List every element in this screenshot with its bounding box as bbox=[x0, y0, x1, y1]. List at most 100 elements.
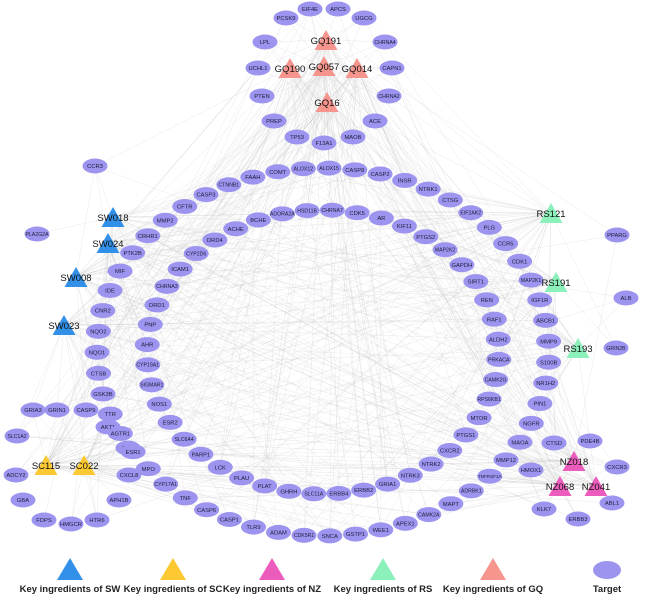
edge-mtor-casp2 bbox=[379, 173, 480, 418]
target-ellipse bbox=[116, 467, 142, 483]
target-ellipse bbox=[84, 344, 110, 360]
target-ellipse bbox=[135, 461, 161, 477]
target-ellipse bbox=[86, 365, 112, 381]
target-ellipse bbox=[157, 414, 183, 430]
target-ellipse bbox=[536, 354, 562, 370]
target-node-hmgcr: HMGCR bbox=[58, 516, 84, 532]
target-label: CYP2D6 bbox=[186, 251, 206, 257]
edge-nz041-ptgs1 bbox=[465, 434, 597, 487]
edge-sw008-erbb2 bbox=[75, 276, 364, 491]
target-node-ar: AR bbox=[368, 210, 394, 226]
triangle-icon bbox=[312, 56, 336, 76]
target-label: MAPT bbox=[443, 502, 460, 508]
ingredient-label: NZ068 bbox=[546, 482, 575, 493]
target-node-wee1: WEE1 bbox=[368, 522, 394, 538]
ingredient-label: NZ041 bbox=[582, 482, 611, 493]
target-ellipse bbox=[85, 323, 111, 339]
edge-ar-snca bbox=[329, 218, 382, 536]
edge-gq014-ptgs1 bbox=[356, 67, 467, 435]
edge-sw024-mmp9 bbox=[107, 242, 549, 342]
edge-sw008-chrna3 bbox=[75, 276, 167, 287]
target-node-sirt1: SIRT1 bbox=[463, 274, 489, 290]
ingredient-label: SC115 bbox=[32, 461, 60, 472]
target-node-alb: ALB bbox=[613, 290, 639, 306]
target-node-casp6: CASP6 bbox=[194, 502, 220, 518]
target-label: NQO2 bbox=[90, 329, 106, 335]
target-label: GRIA1 bbox=[379, 482, 396, 488]
target-node-kif11: KIF11 bbox=[391, 218, 417, 234]
target-ellipse bbox=[245, 212, 271, 228]
target-node-plat: PLAT bbox=[252, 478, 278, 494]
target-label: GRIA3 bbox=[24, 408, 41, 414]
edge-erbb4-esr2 bbox=[170, 422, 339, 494]
target-label: MMP9 bbox=[540, 339, 557, 345]
edge-sw008-pnp bbox=[75, 276, 151, 325]
target-node-maoa: MAOA bbox=[507, 434, 533, 450]
target-label: PARP1 bbox=[192, 452, 211, 458]
edge-gq057-hmox1 bbox=[323, 65, 532, 471]
edge-sc022-ar bbox=[83, 217, 382, 466]
target-node-agtr1: AGTR1 bbox=[107, 425, 133, 441]
edge-mpo-gapdh bbox=[148, 264, 462, 469]
edge-sc115-esr1 bbox=[45, 451, 134, 466]
target-node-cxcl8: CXCL8 bbox=[116, 467, 142, 483]
target-node-mapt: MAPT bbox=[438, 496, 464, 512]
edge-gq190-tp53 bbox=[289, 67, 298, 138]
target-node-casp3: CASP3 bbox=[193, 187, 219, 203]
edge-sw018-pla2g2a bbox=[36, 216, 114, 235]
target-label: GBA bbox=[17, 498, 29, 504]
edge-insr-igf1r bbox=[404, 180, 540, 300]
edge-nz041-ntrk3 bbox=[410, 475, 597, 487]
target-label: HMGCR bbox=[60, 522, 82, 528]
target-node-drd4: DRD4 bbox=[202, 232, 228, 248]
edge-rs193-pde4b bbox=[577, 347, 591, 442]
target-label: CXCR3 bbox=[607, 465, 627, 471]
target-label: CHRNA7 bbox=[322, 208, 343, 214]
edge-sw024-ptgs1 bbox=[107, 242, 466, 436]
target-label: KIF11 bbox=[397, 224, 412, 230]
edge-gq16-capn1 bbox=[326, 67, 393, 103]
target-node-gba: GBA bbox=[10, 492, 36, 508]
edge-rs121-cdk5r1 bbox=[303, 212, 552, 536]
target-node-ngfr: NGFR bbox=[518, 415, 544, 431]
target-label: CCR3 bbox=[87, 164, 103, 170]
target-label: GRIN2B bbox=[606, 346, 626, 352]
target-ellipse bbox=[507, 434, 533, 450]
edge-sw023-htr6 bbox=[63, 324, 98, 521]
target-ellipse bbox=[297, 1, 323, 17]
edge-sc115-mtor bbox=[45, 417, 480, 466]
legend-label: Target bbox=[592, 584, 622, 595]
target-label: CFTR bbox=[177, 205, 192, 211]
target-node-f13a1: F13A1 bbox=[311, 135, 337, 151]
edge-sc022-hsd11b bbox=[83, 210, 308, 466]
target-node-cdk1: CDK1 bbox=[507, 253, 533, 269]
target-label: ALDH2 bbox=[489, 337, 508, 343]
target-label: PLAU bbox=[234, 476, 249, 482]
edge-sw008-ccr3 bbox=[75, 165, 96, 278]
target-node-bche: BCHE bbox=[245, 212, 271, 228]
target-node-ctsg: CTSG bbox=[437, 192, 463, 208]
triangle-icon bbox=[315, 92, 339, 112]
legend-label: Key ingredients of SW bbox=[19, 584, 121, 595]
edge-nz041-mapt bbox=[450, 485, 597, 504]
edge-plau-cdk5r1 bbox=[241, 477, 305, 536]
target-label: PTGS1 bbox=[456, 433, 475, 439]
target-node-fdps: FDPS bbox=[31, 512, 57, 528]
edge-sc022-gapdh bbox=[83, 264, 462, 466]
target-label: DRD1 bbox=[149, 303, 165, 309]
target-label: PREP bbox=[266, 119, 282, 125]
target-label: CCR5 bbox=[498, 242, 514, 248]
edge-gq014-ntrk1 bbox=[356, 67, 429, 190]
target-node-plau: PLAU bbox=[229, 470, 255, 486]
target-node-tnf: TNF bbox=[172, 490, 198, 506]
edge-gq191-lck bbox=[220, 39, 327, 468]
target-label: AHR bbox=[141, 343, 153, 349]
target-node-aldh2: ALDH2 bbox=[485, 331, 511, 347]
ingredient-label: SW024 bbox=[92, 239, 123, 250]
target-ellipse bbox=[107, 425, 133, 441]
target-ellipse bbox=[10, 492, 36, 508]
legend-label: Key ingredients of GQ bbox=[442, 584, 544, 595]
edge-plg-adam bbox=[278, 227, 490, 533]
edge-sw018-ghrh bbox=[112, 216, 290, 492]
edge-gq190-nqo2 bbox=[98, 67, 291, 332]
